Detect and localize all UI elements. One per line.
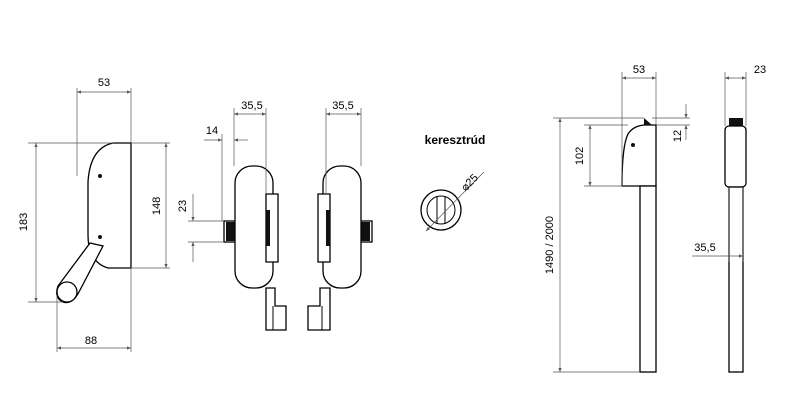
cross-section: keresztrúd ⌀25 xyxy=(420,133,486,232)
rod-side-bar xyxy=(728,186,744,373)
front-view-left: 35,5 14 23 xyxy=(177,100,287,331)
dim-rod-side-offset: 35,5 xyxy=(694,242,715,254)
dim-rod-head-height: 102 xyxy=(574,147,586,165)
dim-side-handle-length: 88 xyxy=(85,335,97,347)
dim-front-width-right: 35,5 xyxy=(332,100,353,112)
dim-rod-length: 1490 / 2000 xyxy=(544,216,556,274)
rose-inner-dark xyxy=(266,210,270,246)
dim-rod-width: 53 xyxy=(633,64,645,76)
cross-section-label: keresztrúd xyxy=(425,133,486,147)
dim-cross-diameter: ⌀25 xyxy=(459,172,481,194)
rod-view-front: 53 102 12 1490 / 2000 xyxy=(544,64,690,373)
dim-side-height: 183 xyxy=(18,213,30,231)
lever-foot xyxy=(265,287,287,331)
rod-side-cap xyxy=(729,118,743,126)
rod-head-tip xyxy=(644,118,652,125)
body-screw-top xyxy=(98,174,102,178)
dim-rod-top: 12 xyxy=(672,130,684,142)
dim-front-offset: 14 xyxy=(206,125,218,137)
rod-view-side: 23 35,5 xyxy=(692,64,766,373)
dim-front-width-left: 35,5 xyxy=(241,100,262,112)
spindle-dark xyxy=(226,222,235,241)
dim-side-body-height: 148 xyxy=(151,197,163,215)
rod-bar xyxy=(639,185,657,373)
front-view-right: 35,5 xyxy=(307,100,373,331)
side-view-handle: 53 183 148 88 xyxy=(18,77,170,352)
dim-rod-side-width: 23 xyxy=(754,64,766,76)
rod-head-screw xyxy=(631,143,635,147)
lever-knob xyxy=(56,281,78,303)
dim-front-bar: 23 xyxy=(177,200,189,212)
dim-side-width: 53 xyxy=(98,77,110,89)
rod-head xyxy=(621,124,657,187)
rose-inner-dark xyxy=(326,210,330,246)
lever-foot xyxy=(307,287,331,331)
rod-side-head xyxy=(724,125,747,188)
spindle-dark xyxy=(361,222,370,241)
body-screw-bottom xyxy=(98,235,102,239)
